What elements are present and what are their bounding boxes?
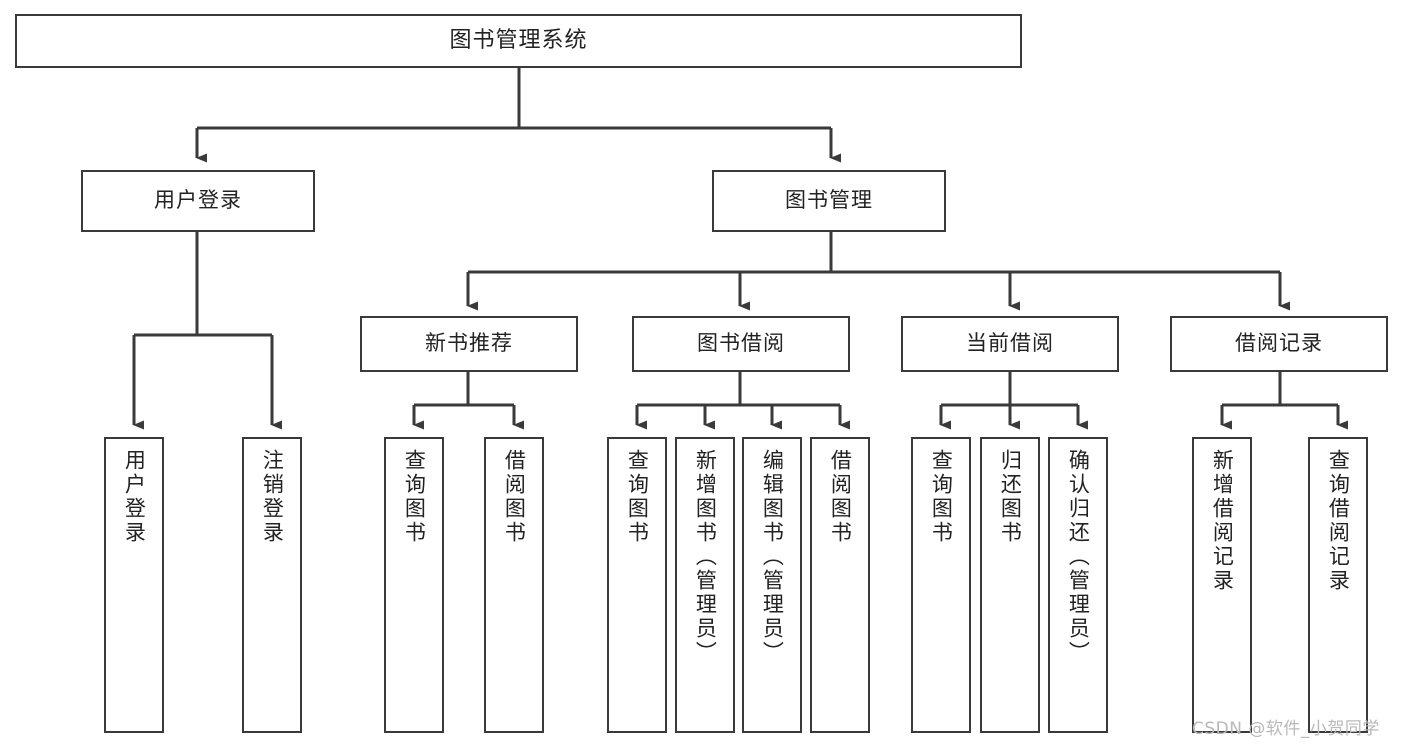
node-user-login[interactable]: 用户登录 [81,170,315,232]
node-label: 归还图书 [998,449,1023,545]
node-borrowing-record[interactable]: 借阅记录 [1170,316,1388,372]
leaf-user-login[interactable]: 用户登录 [104,437,164,733]
node-label: 编辑图书（管理员） [760,449,785,665]
leaf-borrow-book-borrowing[interactable]: 借阅图书 [810,437,870,733]
csdn-watermark: CSDN @软件_小贺同学 [1192,719,1380,739]
leaf-return-book[interactable]: 归还图书 [980,437,1040,733]
node-label: 图书借阅 [697,331,785,356]
node-label: 借阅图书 [502,449,527,545]
node-label: 当前借阅 [966,331,1054,356]
leaf-query-book-recommendation[interactable]: 查询图书 [384,437,444,733]
leaf-add-borrow-record[interactable]: 新增借阅记录 [1192,437,1252,733]
leaf-edit-book-admin[interactable]: 编辑图书（管理员） [742,437,802,733]
leaf-confirm-return-admin[interactable]: 确认归还（管理员） [1048,437,1108,733]
node-label: 查询图书 [929,449,954,545]
node-label: 查询图书 [402,449,427,545]
node-book-management[interactable]: 图书管理 [712,170,946,232]
leaf-query-book-borrowing[interactable]: 查询图书 [607,437,667,733]
node-label: 新增图书（管理员） [693,449,718,665]
node-label: 查询图书 [625,449,650,545]
node-root-book-management-system[interactable]: 图书管理系统 [15,14,1022,68]
node-label: 用户登录 [154,188,242,213]
node-label: 新增借阅记录 [1210,449,1235,593]
node-label: 图书管理系统 [449,27,588,53]
node-label: 图书管理 [785,188,873,213]
node-book-borrowing[interactable]: 图书借阅 [632,316,850,372]
node-label: 注销登录 [260,449,285,545]
leaf-query-borrow-record[interactable]: 查询借阅记录 [1308,437,1368,733]
node-label: 借阅记录 [1235,331,1323,356]
leaf-query-book-current[interactable]: 查询图书 [911,437,971,733]
node-label: 确认归还（管理员） [1066,449,1091,665]
leaf-borrow-book-recommendation[interactable]: 借阅图书 [484,437,544,733]
leaf-add-book-admin[interactable]: 新增图书（管理员） [675,437,735,733]
node-new-book-recommendation[interactable]: 新书推荐 [360,316,578,372]
node-label: 查询借阅记录 [1326,449,1351,593]
leaf-logout[interactable]: 注销登录 [242,437,302,733]
node-label: 借阅图书 [828,449,853,545]
node-current-borrowing[interactable]: 当前借阅 [901,316,1119,372]
node-label: 用户登录 [122,449,147,545]
node-label: 新书推荐 [425,331,513,356]
